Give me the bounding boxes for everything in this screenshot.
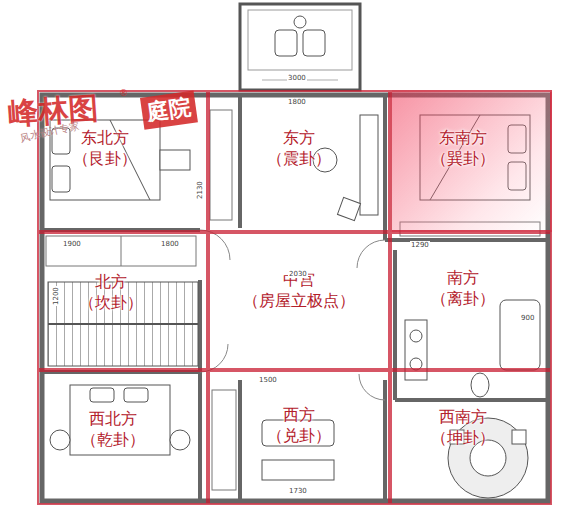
bagua-zone: 西方（兑卦）	[208, 370, 390, 505]
zone-label: 西南方（坤卦）	[431, 407, 495, 449]
dimension: 1800	[287, 98, 307, 106]
dimension: 900	[520, 314, 535, 322]
direction-name: 西北方	[89, 409, 137, 430]
zone-label: 西北方（乾卦）	[81, 409, 145, 451]
dimension: 1200	[52, 286, 60, 306]
bagua-zone: 北方（坎卦）	[37, 232, 208, 370]
dimension: 1500	[258, 376, 278, 384]
watermark-mark: ®	[118, 88, 129, 98]
direction-name: 东北方	[81, 128, 129, 149]
direction-name: 南方	[447, 268, 479, 289]
trigram-name: （房屋立极点）	[243, 291, 355, 312]
direction-name: 西方	[283, 405, 315, 426]
bagua-zone: 东南方（巽卦）	[390, 90, 552, 232]
dimension: 1290	[410, 241, 430, 249]
direction-name: 东南方	[439, 128, 487, 149]
trigram-name: （坎卦）	[79, 293, 143, 314]
zone-label: 南方（离卦）	[431, 268, 495, 310]
bagua-zone: 东方（震卦）	[208, 90, 390, 232]
trigram-name: （震卦）	[267, 149, 331, 170]
zone-label: 北方（坎卦）	[79, 272, 143, 314]
trigram-name: （乾卦）	[81, 430, 145, 451]
zone-label: 东南方（巽卦）	[431, 128, 495, 170]
dimension: 1900	[62, 240, 82, 248]
trigram-name: （兑卦）	[267, 426, 331, 447]
trigram-name: （离卦）	[431, 289, 495, 310]
dimension: 1730	[288, 487, 308, 495]
bagua-zone: 西北方（乾卦）	[37, 370, 208, 505]
dimension: 3000	[287, 74, 307, 82]
direction-name: 北方	[95, 272, 127, 293]
bagua-zone: 西南方（坤卦）	[390, 370, 552, 505]
direction-name: 西南方	[439, 407, 487, 428]
direction-name: 东方	[283, 128, 315, 149]
dimension: 1800	[160, 240, 180, 248]
dimension: 2130	[196, 180, 204, 200]
zone-label: 西方（兑卦）	[267, 405, 331, 447]
trigram-name: （艮卦）	[73, 149, 137, 170]
watermark-badge: 庭院	[140, 90, 198, 129]
bagua-zone: 南方（离卦）	[390, 232, 552, 370]
zone-label: 东方（震卦）	[267, 128, 331, 170]
zone-label: 东北方（艮卦）	[73, 128, 137, 170]
trigram-name: （坤卦）	[431, 428, 495, 449]
bagua-zone: 中宫（房屋立极点）	[208, 232, 390, 370]
dimension: 2030	[288, 270, 308, 278]
trigram-name: （巽卦）	[431, 149, 495, 170]
